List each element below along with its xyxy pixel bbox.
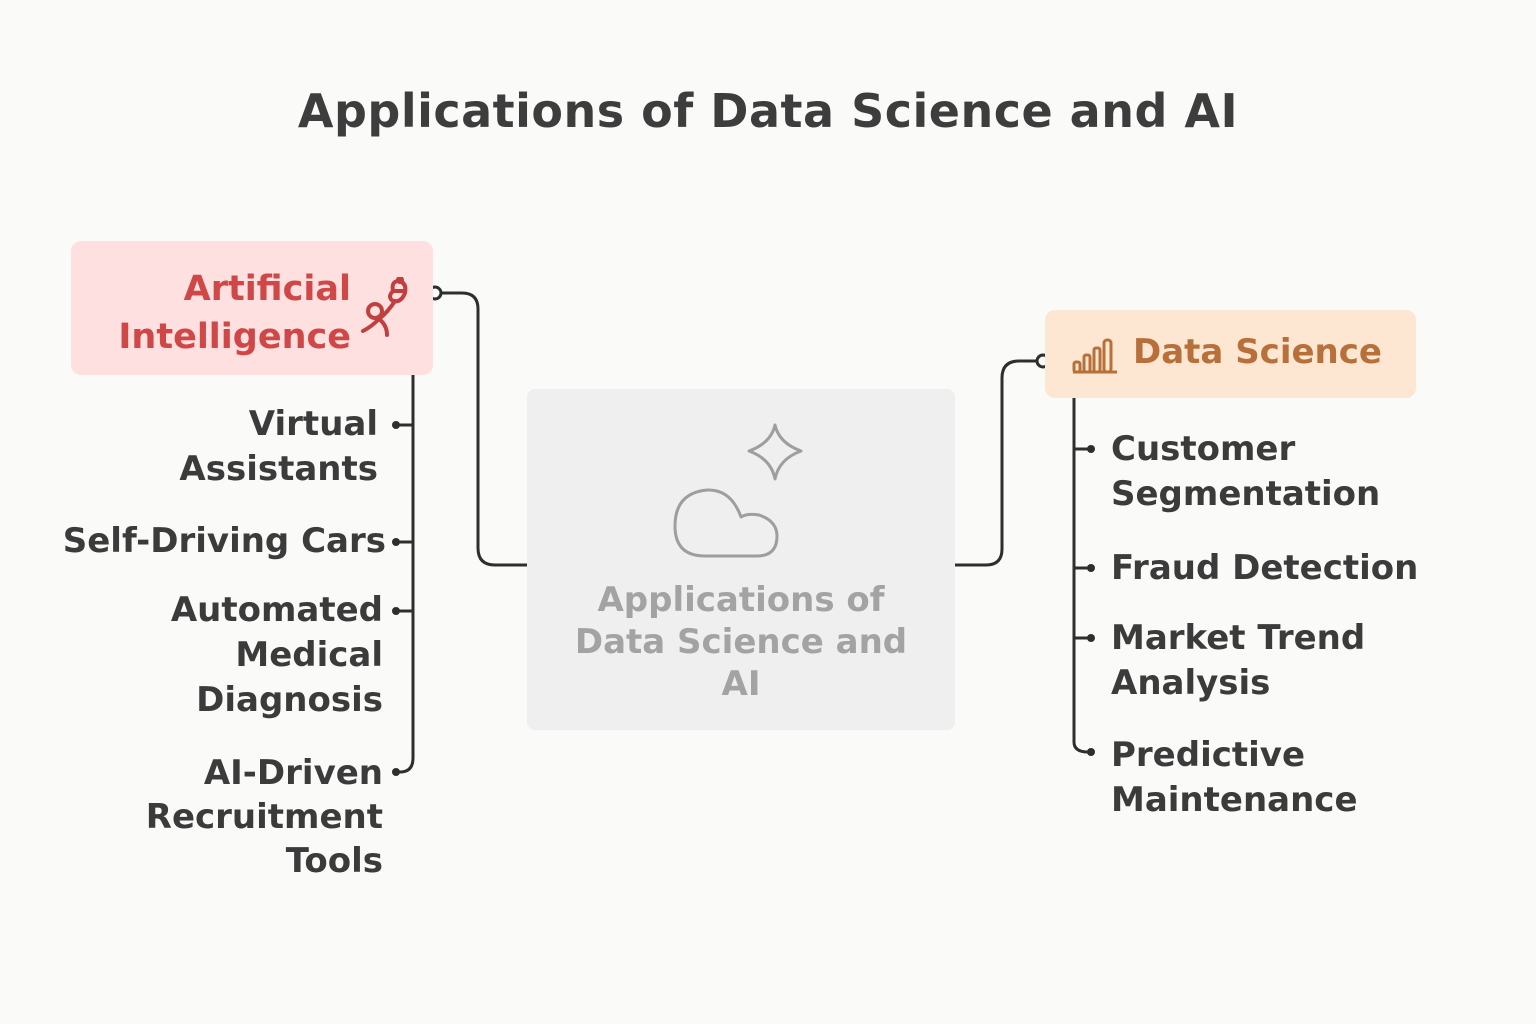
ds-leaf-market-trend-analysis[interactable]: Market Trend Analysis <box>1111 618 1366 703</box>
ai-branch-node[interactable]: Artificial Intelligence <box>71 241 433 375</box>
ds-leaf-fraud-detection[interactable]: Fraud Detection <box>1111 548 1419 588</box>
center-label: Applications of Data Science and AI <box>574 580 908 704</box>
cloud-sparkle-icon <box>673 423 803 558</box>
ai-leaf-self-driving-cars[interactable]: Self-Driving Cars <box>62 521 386 561</box>
ai-leaf-ai-driven-recruitment-tools[interactable]: AI-Driven Recruitment Tools <box>145 753 383 881</box>
ai-branch-label: Artificial Intelligence <box>118 269 351 357</box>
ds-branch-node[interactable]: Data Science <box>1045 310 1416 398</box>
ds-leaf-customer-segmentation[interactable]: Customer Segmentation <box>1111 429 1381 514</box>
ai-leaf-automated-medical-diagnosis[interactable]: Automated Medical Diagnosis <box>170 590 383 720</box>
bar-chart-icon <box>1072 338 1117 374</box>
center-node[interactable]: Applications of Data Science and AI <box>527 389 955 730</box>
ds-leaf-predictive-maintenance[interactable]: Predictive Maintenance <box>1111 735 1358 820</box>
page-title: Applications of Data Science and AI <box>297 84 1239 138</box>
ds-branch-label: Data Science <box>1133 332 1382 372</box>
ai-leaf-virtual-assistants[interactable]: Virtual Assistants <box>179 404 378 489</box>
robot-arm-icon <box>361 277 408 337</box>
